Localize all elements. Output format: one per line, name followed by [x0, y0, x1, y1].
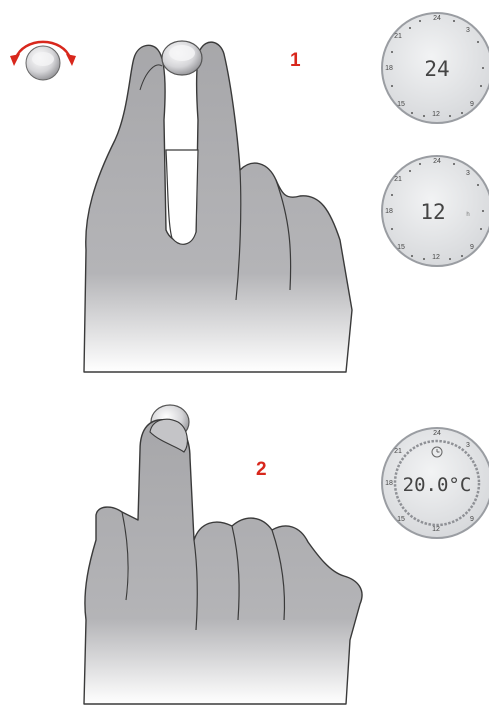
- dial-tick-label: 12: [432, 526, 440, 533]
- dial-display-temperature: 24 3 21 18 15 12 9 20.0°C: [382, 428, 489, 538]
- dial-tick-label: 21: [394, 176, 402, 183]
- dial-tick-label: 12: [432, 254, 440, 261]
- hand-pinch-illustration: [84, 41, 352, 372]
- dial-display-24h: 24 3 21 18 15 12 9 24: [382, 13, 489, 123]
- dial-tick-label: 15: [397, 516, 405, 523]
- dial-tick-label: 18: [385, 208, 393, 215]
- dial-3-value: 20.0°C: [403, 474, 472, 496]
- dial-tick-label: 9: [470, 101, 474, 108]
- dial-tick-label: 3: [466, 442, 470, 449]
- dial-tick-label: 24: [433, 158, 441, 165]
- dial-tick-label: 21: [394, 33, 402, 40]
- dial-tick-label: 12: [432, 111, 440, 118]
- dial-tick-label: 9: [470, 516, 474, 523]
- dial-tick-label: 24: [433, 430, 441, 437]
- dial-tick-label: 24: [433, 15, 441, 22]
- rotate-arrows-icon: [10, 42, 76, 80]
- dial-display-12h: 24 3 21 18 15 12 9 12 h: [382, 156, 489, 266]
- dial-tick-label: 21: [394, 448, 402, 455]
- dial-tick-label: 15: [397, 101, 405, 108]
- dial-tick-label: 3: [466, 27, 470, 34]
- hand-press-illustration: [84, 405, 362, 704]
- dial-2-unit: h: [466, 212, 469, 218]
- dial-tick-label: 15: [397, 244, 405, 251]
- dial-tick-label: 18: [385, 480, 393, 487]
- dial-tick-label: 9: [470, 244, 474, 251]
- dial-tick-label: 3: [466, 170, 470, 177]
- dial-tick-label: 18: [385, 65, 393, 72]
- dial-1-value: 24: [424, 57, 449, 81]
- dial-2-value: 12: [420, 200, 445, 224]
